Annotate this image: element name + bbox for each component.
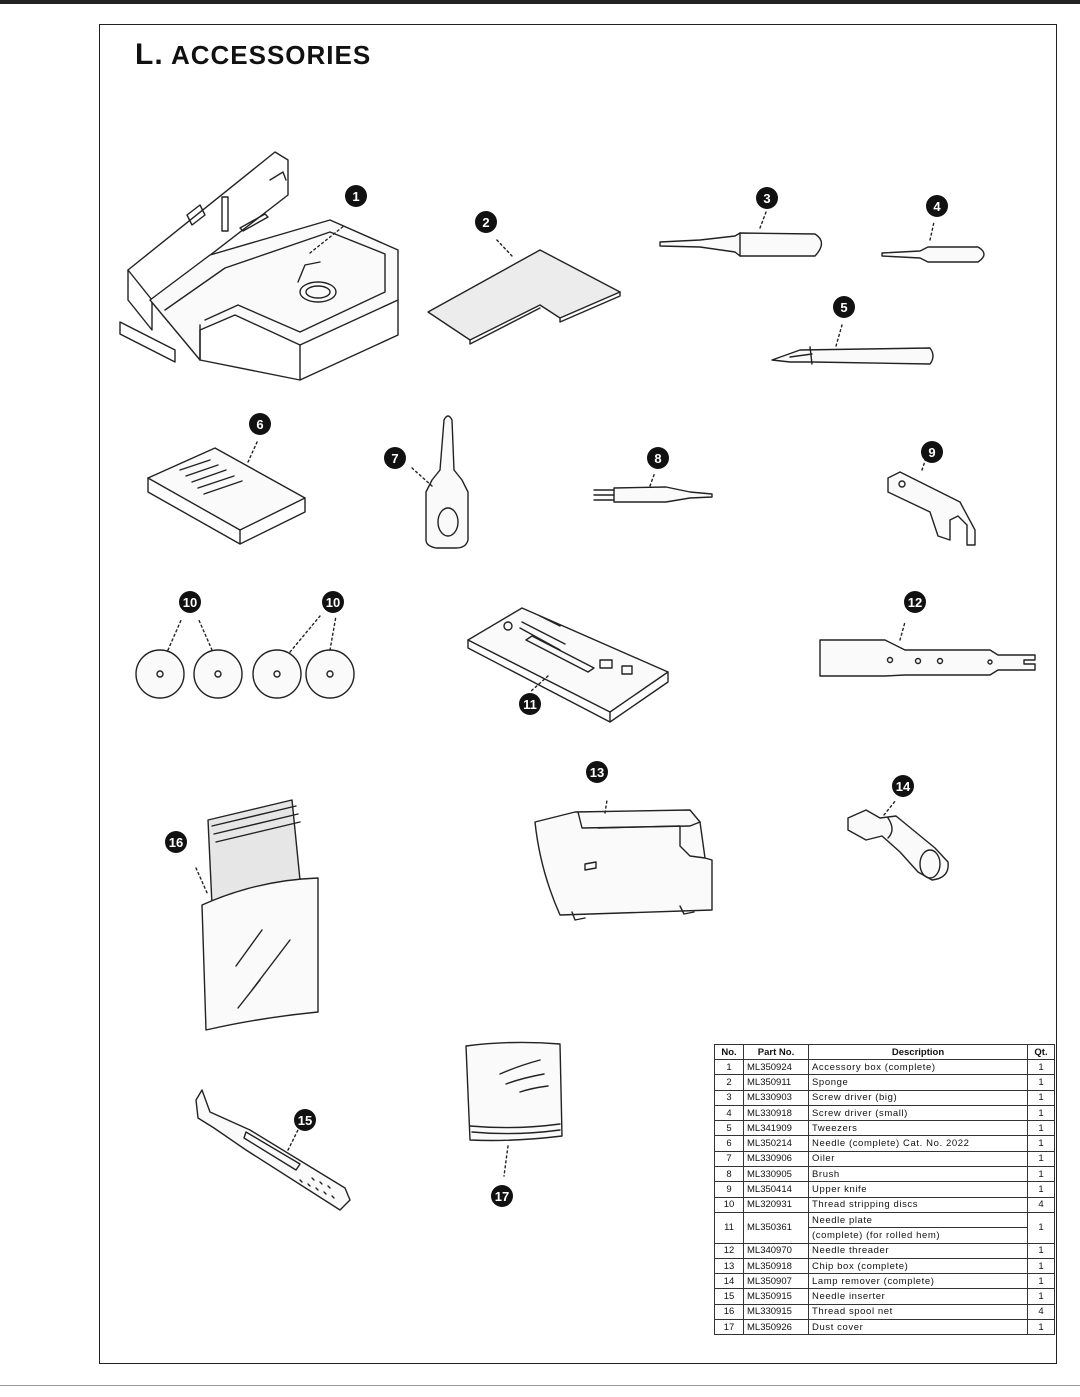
callout-6: 6 bbox=[249, 413, 271, 435]
svg-text:10: 10 bbox=[183, 595, 197, 610]
callout-7: 7 bbox=[384, 447, 406, 469]
callout-14: 14 bbox=[892, 775, 914, 797]
title-text: ACCESSORIES bbox=[170, 40, 372, 70]
sponge-drawing bbox=[427, 237, 621, 345]
needle-plate-drawing bbox=[467, 607, 669, 723]
title-letter: L. bbox=[135, 38, 164, 71]
svg-text:5: 5 bbox=[840, 300, 847, 315]
svg-text:17: 17 bbox=[495, 1189, 509, 1204]
page-title: L. ACCESSORIES bbox=[135, 38, 371, 72]
callout-8: 8 bbox=[647, 447, 669, 469]
callout-15: 15 bbox=[294, 1109, 316, 1131]
svg-text:7: 7 bbox=[391, 451, 398, 466]
svg-text:15: 15 bbox=[298, 1113, 312, 1128]
parts-table-header: No. Part No. Description Qt. bbox=[714, 1044, 1055, 1060]
callout-3: 3 bbox=[756, 187, 778, 209]
svg-text:9: 9 bbox=[928, 445, 935, 460]
col-no: No. bbox=[714, 1044, 744, 1060]
page-frame bbox=[99, 24, 1057, 1364]
svg-text:12: 12 bbox=[908, 595, 922, 610]
callout-2: 2 bbox=[475, 211, 497, 233]
callout-10b: 10 bbox=[322, 591, 344, 613]
svg-text:1: 1 bbox=[352, 189, 359, 204]
callout-12: 12 bbox=[904, 591, 926, 613]
callout-13: 13 bbox=[586, 761, 608, 783]
top-rule bbox=[0, 0, 1080, 4]
screwdriver-big-drawing bbox=[659, 211, 823, 257]
callout-4: 4 bbox=[926, 195, 948, 217]
svg-text:16: 16 bbox=[169, 835, 183, 850]
dust-cover-drawing bbox=[465, 1041, 563, 1177]
callout-16: 16 bbox=[165, 831, 187, 853]
stripping-discs-drawing bbox=[135, 615, 355, 699]
needle-threader-drawing bbox=[819, 621, 1036, 677]
svg-text:8: 8 bbox=[654, 451, 661, 466]
bottom-rule bbox=[0, 1385, 1080, 1386]
col-description: Description bbox=[808, 1044, 1028, 1060]
col-part-no: Part No. bbox=[743, 1044, 809, 1060]
accessory-box-drawing bbox=[119, 151, 399, 381]
svg-text:10: 10 bbox=[326, 595, 340, 610]
svg-text:11: 11 bbox=[523, 697, 537, 712]
svg-text:3: 3 bbox=[763, 191, 770, 206]
col-qty: Qt. bbox=[1027, 1044, 1055, 1060]
callout-11: 11 bbox=[519, 693, 541, 715]
svg-text:13: 13 bbox=[590, 765, 604, 780]
thread-spool-net-drawing bbox=[195, 799, 319, 1031]
screwdriver-small-drawing bbox=[881, 221, 985, 263]
callout-17: 17 bbox=[491, 1185, 513, 1207]
svg-text:14: 14 bbox=[896, 779, 911, 794]
callout-markers: 1 2 3 4 5 6 7 8 9 10 10 11 12 13 14 15 1… bbox=[165, 185, 948, 1207]
brush-drawing bbox=[593, 471, 713, 503]
callout-5: 5 bbox=[833, 296, 855, 318]
oiler-drawing bbox=[411, 415, 469, 549]
callout-1: 1 bbox=[345, 185, 367, 207]
lamp-remover-drawing bbox=[847, 799, 949, 881]
needle-inserter-drawing bbox=[195, 1089, 351, 1211]
upper-knife-drawing bbox=[887, 451, 976, 546]
callout-10a: 10 bbox=[179, 591, 201, 613]
needle-case-drawing bbox=[147, 439, 306, 545]
chip-box-drawing bbox=[534, 799, 713, 921]
svg-text:4: 4 bbox=[933, 199, 941, 214]
svg-text:2: 2 bbox=[482, 215, 489, 230]
callout-9: 9 bbox=[921, 441, 943, 463]
tweezers-drawing bbox=[771, 324, 934, 365]
svg-text:6: 6 bbox=[256, 417, 263, 432]
